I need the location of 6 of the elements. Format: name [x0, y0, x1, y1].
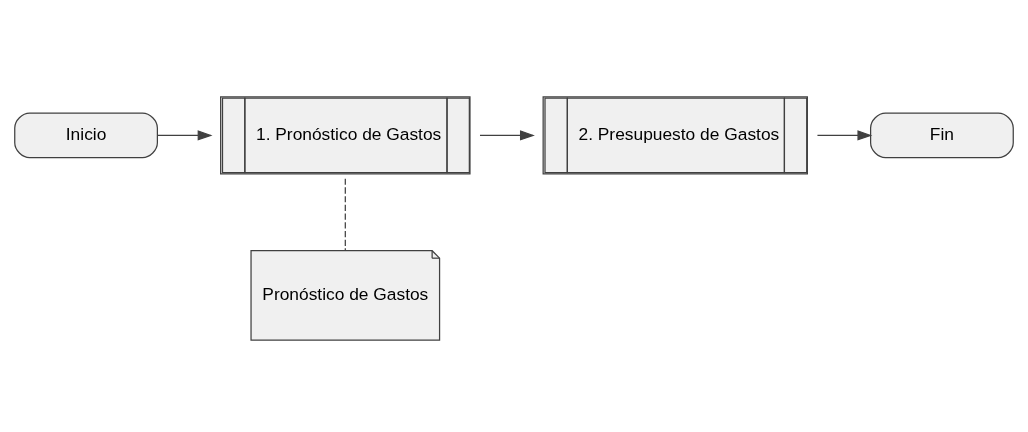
node-box: Inicio — [14, 112, 158, 159]
arrow — [816, 130, 873, 141]
connector — [344, 178, 346, 252]
arrow — [479, 130, 535, 141]
arrow — [156, 130, 213, 141]
node-box: Fin — [870, 112, 1014, 159]
